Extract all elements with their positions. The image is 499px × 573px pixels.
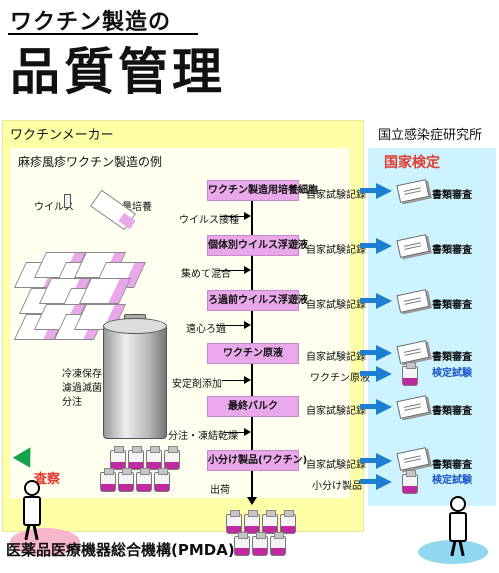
title-large: 品質管理 <box>10 43 226 101</box>
tank-top-icon <box>103 318 167 334</box>
arrow-head <box>244 376 251 384</box>
submit-arrow-head <box>376 474 392 490</box>
vial-icon <box>244 510 260 534</box>
process-stabilizer: 安定剤添加 <box>172 379 222 390</box>
arrow-head <box>244 321 251 329</box>
national-test-label: 検定試験 <box>432 368 472 379</box>
vial-icon <box>154 468 170 492</box>
arrow-line <box>216 270 244 271</box>
submit-arrow-head <box>376 366 392 382</box>
step-final-product: 小分け製品(ワクチン) <box>207 450 307 471</box>
submit-arrow <box>360 243 378 248</box>
step-culture-cells: ワクチン製造用培養細胞 <box>207 180 318 201</box>
vial-icon <box>252 532 268 556</box>
arrow-line <box>220 216 244 217</box>
inspection-label: 査察 <box>34 472 61 487</box>
vial-icon <box>262 510 278 534</box>
vial-icon <box>402 362 418 386</box>
process-virus-inoculation: ウイルス接種 <box>179 215 239 226</box>
submit-arrow <box>360 371 378 376</box>
vial-icon <box>402 470 418 494</box>
arrow-head <box>244 428 251 436</box>
example-label: 麻疹風疹ワクチン製造の例 <box>18 155 163 169</box>
process-shipment: 出荷 <box>210 485 230 496</box>
arrow-head <box>244 266 251 274</box>
sample-bulk-concentrate: ワクチン原液 <box>310 373 370 384</box>
document-review-label: 書類審査 <box>432 460 472 471</box>
document-review-label: 書類審査 <box>432 406 472 417</box>
step-virus-suspension: 個体別ウイルス浮遊液 <box>207 235 308 256</box>
process-dispense-freeze: 分注・凍結乾燥 <box>168 431 238 442</box>
step-final-bulk: 最終バルク <box>207 396 299 417</box>
arrow-line <box>222 380 244 381</box>
sample-final-product: 小分け製品 <box>312 481 362 492</box>
step-bulk-concentrate: ワクチン原液 <box>207 343 299 364</box>
vial-icon <box>118 468 134 492</box>
submit-arrow <box>360 458 378 463</box>
submit-arrow-head <box>376 453 392 469</box>
vial-icon <box>136 468 152 492</box>
submit-arrow <box>360 350 378 355</box>
process-collect-mix: 集めて混合 <box>181 269 231 280</box>
nih-panel <box>368 148 496 506</box>
submit-arrow <box>360 188 378 193</box>
submit-arrow-head <box>376 345 392 361</box>
self-test-record: 自家試験記録 <box>306 406 366 417</box>
culture-label: 大量培養 <box>112 202 152 213</box>
national-test-label: 検定試験 <box>432 475 472 486</box>
title-underline <box>8 33 198 35</box>
vial-icon <box>270 532 286 556</box>
pmda-label: 医薬品医療機器総合機構(PMDA) <box>6 541 235 559</box>
document-review-label: 書類審査 <box>432 245 472 256</box>
document-review-label: 書類審査 <box>432 300 472 311</box>
virus-label: ウイルス <box>34 202 74 213</box>
document-review-label: 書類審査 <box>432 352 472 363</box>
pmda-base <box>10 528 80 556</box>
storage-tank-icon <box>103 325 167 439</box>
submit-arrow-head <box>376 183 392 199</box>
self-test-record: 自家試験記録 <box>306 352 366 363</box>
submit-arrow <box>360 479 378 484</box>
vial-icon <box>234 532 250 556</box>
maker-label: ワクチンメーカー <box>10 128 114 143</box>
submit-arrow-head <box>376 399 392 415</box>
arrow-head <box>244 212 251 220</box>
title-small: ワクチン製造の <box>10 10 172 35</box>
vial-icon <box>100 468 116 492</box>
vial-icon <box>110 446 126 470</box>
vial-icon <box>164 446 180 470</box>
arrow-line <box>224 432 244 433</box>
document-review-label: 書類審査 <box>432 190 472 201</box>
tank-step-frozen: 冷凍保存 <box>62 369 102 380</box>
arrow-line <box>216 325 244 326</box>
tank-step-filter: 濾過滅菌 <box>62 383 102 394</box>
submit-arrow <box>360 404 378 409</box>
tank-step-dispense: 分注 <box>62 397 82 408</box>
vial-icon <box>128 446 144 470</box>
submit-arrow <box>360 298 378 303</box>
self-test-record: 自家試験記録 <box>306 460 366 471</box>
self-test-record: 自家試験記録 <box>306 245 366 256</box>
vial-icon <box>146 446 162 470</box>
national-test-label: 国家検定 <box>384 155 440 171</box>
submit-arrow-head <box>376 293 392 309</box>
self-test-record: 自家試験記録 <box>306 300 366 311</box>
process-centrifuge: 遠心ろ過 <box>186 324 226 335</box>
vial-icon <box>226 510 242 534</box>
virus-tube-icon <box>64 194 71 208</box>
self-test-record: 自家試験記録 <box>306 190 366 201</box>
nih-label: 国立感染症研究所 <box>378 128 483 143</box>
flow-arrow-head <box>247 497 257 505</box>
submit-arrow-head <box>376 238 392 254</box>
vial-icon <box>280 510 296 534</box>
step-prefilter-suspension: ろ過前ウイルス浮遊液 <box>207 290 308 311</box>
